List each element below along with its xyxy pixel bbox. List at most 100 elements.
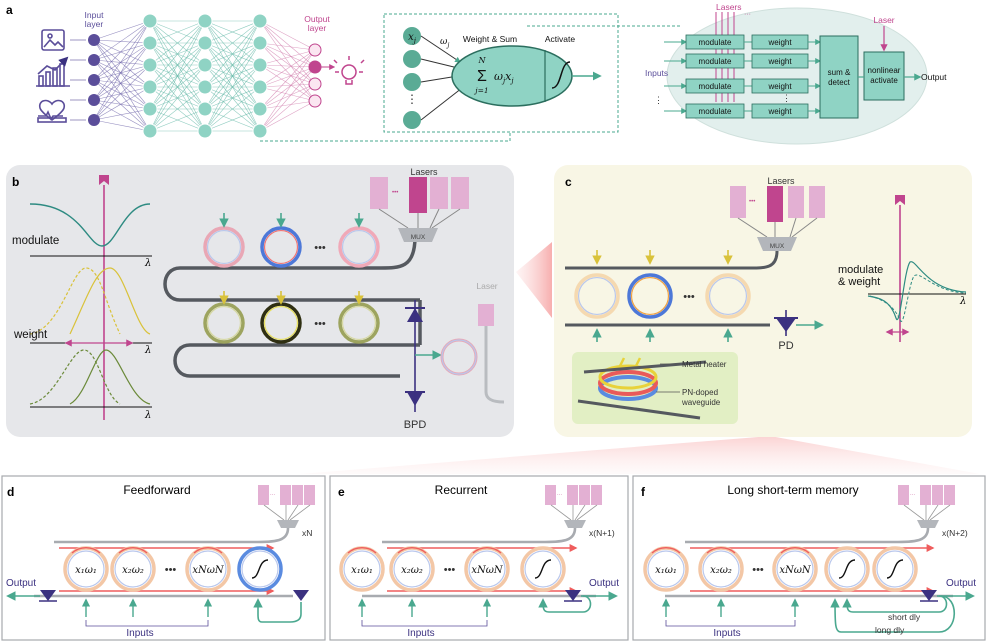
mrr-signal-arc: [651, 547, 681, 554]
nn-neuron: [308, 94, 322, 108]
ring-dots: •••: [444, 564, 456, 576]
mrr-signal-arc: [397, 547, 427, 554]
mrr-signal-arc: [706, 547, 736, 554]
activation-ring-inner: [876, 550, 914, 588]
nn-edge: [259, 20, 316, 102]
weight-box-label: weight: [767, 38, 792, 47]
inputs-bracket: [85, 620, 209, 627]
nn-neuron: [197, 79, 213, 95]
nn-neuron: [197, 13, 213, 29]
mrr-label: x₁ω₁: [655, 565, 677, 576]
laser-bar: [932, 485, 943, 505]
b-dots-bottom: •••: [314, 318, 326, 330]
nn-edge: [93, 99, 151, 110]
mrr-ring-inner: [189, 550, 227, 588]
nn-neuron: [252, 13, 268, 29]
c-laser-bank: ••• Lasers MUX: [730, 176, 825, 251]
nn-edge: [93, 20, 151, 61]
nn-neuron: [252, 79, 268, 95]
chip-output-label: Output: [921, 72, 947, 82]
nn-neuron: [88, 94, 100, 106]
mux-shape: [277, 520, 299, 528]
sigmoid-icon: [251, 559, 269, 579]
bpd-icon: BPD: [404, 300, 442, 431]
nn-neuron: [252, 57, 268, 73]
mux-shape: [564, 520, 586, 528]
nn-edge: [259, 66, 316, 132]
lambda-3: λ: [144, 410, 151, 421]
mrr-label: xNωN: [779, 565, 812, 576]
panel-d-output: Output: [6, 578, 36, 589]
b-modulator-ring-inner: [263, 229, 299, 265]
c-laser-dots: •••: [749, 199, 755, 205]
mrr-label: x₂ω₂: [122, 565, 144, 576]
nn-neuron: [88, 34, 100, 46]
svg-text:j=1: j=1: [473, 86, 488, 95]
sigmoid-icon: [838, 559, 856, 579]
laser-bar: [591, 485, 602, 505]
nn-edge: [93, 39, 151, 44]
c-mrr-ring: [574, 273, 620, 319]
photodetector-icon: [40, 590, 56, 601]
feedback-loop: [253, 598, 302, 623]
mrr-ring-inner: [343, 550, 381, 588]
nn-edge: [149, 20, 206, 88]
c-mrr-ring-inner: [708, 276, 748, 316]
modulate-box-label: modulate: [699, 57, 732, 66]
nn-neuron: [88, 114, 100, 126]
b-weight-ring-inner: [206, 305, 242, 341]
laser-fibers: [903, 504, 951, 521]
nn-edge: [204, 20, 261, 66]
mrr-ring-inner: [468, 550, 506, 588]
xj-label: x: [408, 32, 414, 43]
laser-bar: [304, 485, 315, 505]
panel-c-label: c: [565, 175, 572, 189]
b-dots-top: •••: [314, 242, 326, 254]
nn-edge: [93, 86, 151, 101]
svg-text:ωj: ωj: [440, 37, 449, 49]
nn-neuron: [308, 60, 322, 74]
omega-sub: j: [445, 41, 449, 49]
nn-edge: [204, 20, 261, 110]
top-bus-waveguide: [685, 527, 930, 544]
nn-edge: [259, 20, 316, 51]
neuron-inputs: xj ⋮ ωj: [403, 27, 463, 129]
modulate-label: modulate: [12, 235, 59, 247]
panel-e-inputs: Inputs: [407, 628, 434, 639]
c-mrr-ring: [627, 273, 673, 319]
nn-edge: [259, 86, 316, 102]
nn-edge: [93, 42, 151, 121]
nn-neuron: [252, 35, 268, 51]
panel-e-title: Recurrent: [435, 483, 488, 497]
nn-edge: [149, 20, 206, 110]
nn-edge: [204, 86, 261, 132]
nn-edge: [93, 64, 151, 121]
nn-neuron: [142, 57, 158, 73]
nn-edge: [259, 64, 316, 102]
neural-network: [70, 13, 336, 139]
bpd-label: BPD: [404, 419, 427, 431]
chip-lasers-label: Lasers: [716, 2, 742, 12]
nn-neuron: [142, 35, 158, 51]
nn-edge: [93, 79, 151, 110]
nn-edge: [259, 83, 316, 132]
nn-edge: [259, 20, 316, 85]
laser-bar: [567, 485, 578, 505]
nn-neuron: [142, 123, 158, 139]
nn-edge: [93, 20, 151, 41]
mrr-label: xNωN: [192, 565, 225, 576]
nn-edge: [259, 100, 316, 132]
nn-edge: [93, 42, 151, 61]
chip-inputs-label: Inputs: [645, 68, 668, 78]
svg-text:N: N: [478, 56, 487, 65]
feedback-loop: [538, 595, 592, 613]
b-modulator-ring: [338, 226, 380, 268]
nn-neuron: [88, 54, 100, 66]
panel-f-output: Output: [946, 578, 976, 589]
b-weight-ring-inner: [341, 305, 377, 341]
nn-edge: [93, 59, 151, 66]
panel-e-label: e: [338, 485, 345, 499]
c-lasers-label: Lasers: [767, 176, 795, 186]
